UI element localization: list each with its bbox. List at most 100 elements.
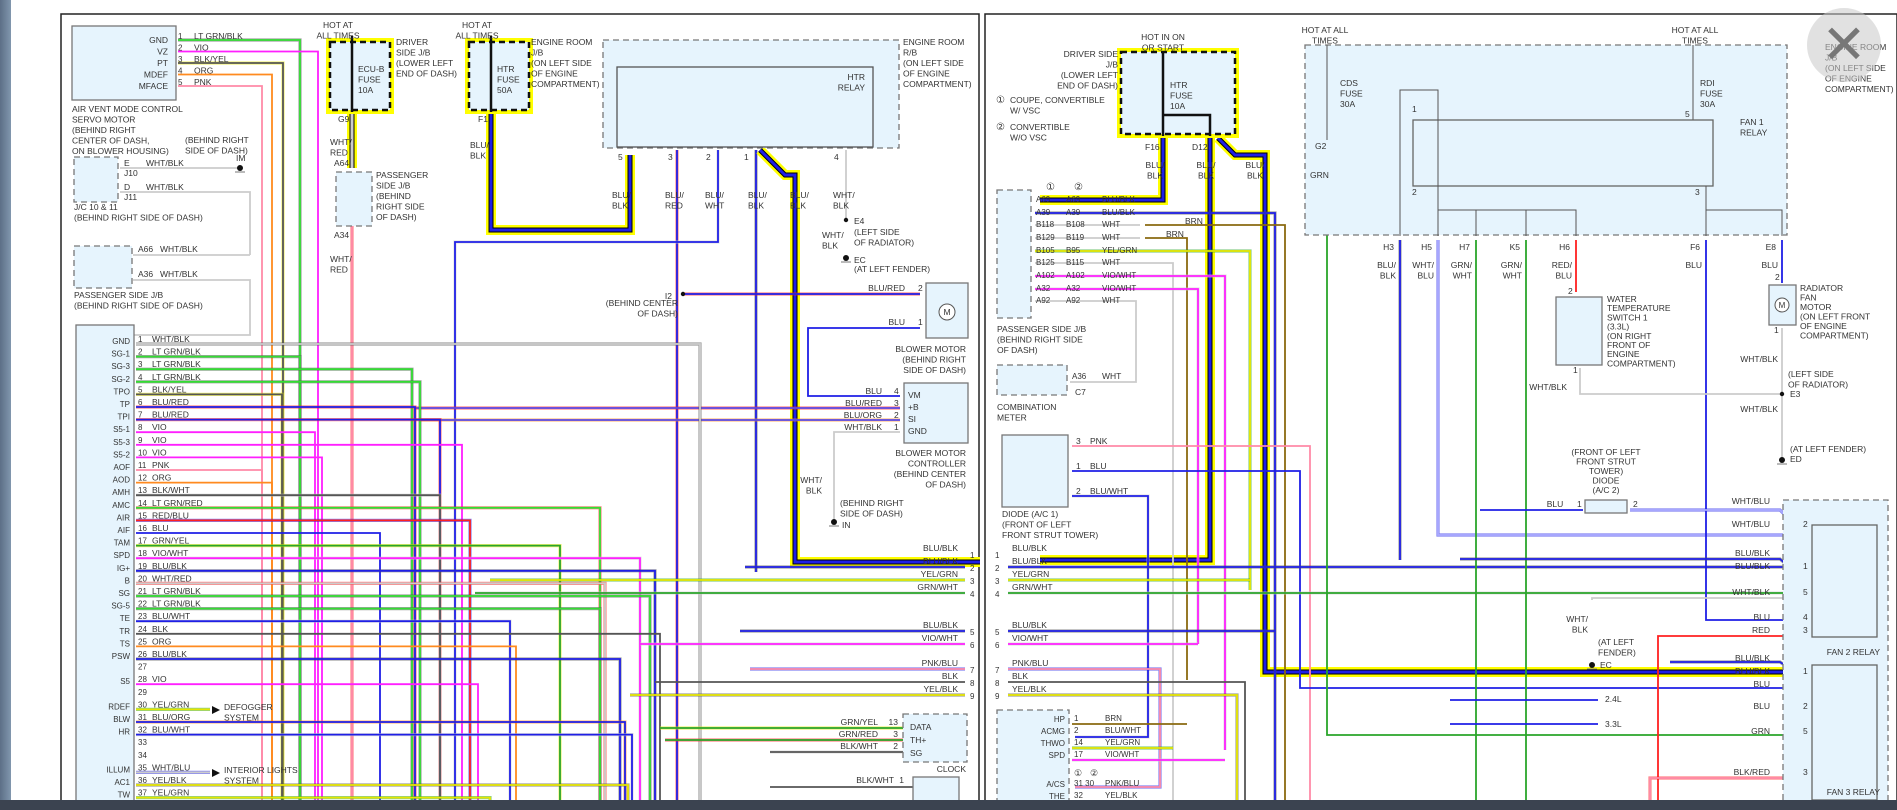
label: FUSE <box>1170 91 1193 101</box>
label: DRIVER <box>396 37 428 47</box>
label: 2 <box>970 564 975 573</box>
label: 3 <box>970 577 975 586</box>
label: OF DASH) <box>376 212 417 222</box>
pin-label: MDEF <box>144 70 168 80</box>
htr-fuse-50a-box <box>467 40 531 112</box>
label: BLK/WHT <box>856 775 894 785</box>
label: BLU/BLK <box>1102 195 1136 204</box>
label: BLU/RED <box>868 283 905 293</box>
label: AIR VENT MODE CONTROL <box>72 104 183 114</box>
label: C7 <box>1075 387 1086 397</box>
label: 9 <box>995 692 1000 701</box>
wire <box>136 658 621 800</box>
pin-label: TPO <box>114 387 130 396</box>
label: A39 <box>1066 208 1081 217</box>
label: YEL/GRN <box>152 699 189 709</box>
label: FRONT OF <box>1607 340 1650 350</box>
label: HTR <box>497 64 514 74</box>
arrow-icon <box>212 769 220 777</box>
wire <box>136 721 626 800</box>
label: WHT/ <box>330 254 352 264</box>
wire <box>136 733 633 800</box>
label: BLK <box>1247 171 1263 181</box>
wire <box>178 73 273 800</box>
wire <box>136 343 701 800</box>
label: G9 <box>338 114 350 124</box>
label: WHT/BLK <box>146 158 184 168</box>
label: BLK <box>790 201 806 211</box>
label: BLU <box>1761 260 1778 270</box>
label: (ON RIGHT <box>1607 331 1651 341</box>
label: 23 <box>138 612 147 621</box>
label: WHT/ <box>330 137 352 147</box>
label: ALL TIMES <box>317 31 360 41</box>
label: GRN/YEL <box>841 717 879 727</box>
label: E <box>124 158 130 168</box>
label: 2 <box>1568 286 1573 296</box>
label: 31 <box>138 713 147 722</box>
label: BLU/RED <box>152 397 189 407</box>
label: VIO <box>152 422 167 432</box>
label: A/CS <box>1046 780 1065 789</box>
label: W/O VSC <box>1010 133 1047 143</box>
wire-stripe <box>136 506 602 800</box>
label: 17 <box>1074 750 1083 759</box>
right-page-frame <box>984 13 1897 810</box>
label: 1 <box>1577 499 1582 509</box>
label: 3 <box>1076 436 1081 446</box>
label: BLU/BLK <box>1735 561 1770 571</box>
label: 1 <box>970 551 975 560</box>
label: 2 <box>1775 272 1780 282</box>
wire <box>136 632 661 800</box>
engine-room-jb-box <box>1304 44 1788 236</box>
label: WHT/BLK <box>146 182 184 192</box>
wire <box>136 431 316 800</box>
label: THWO <box>1041 739 1065 748</box>
label: (BEHIND RIGHT SIDE OF DASH) <box>74 301 203 311</box>
label: 5 <box>618 152 623 162</box>
label: WHT/BLU <box>1732 496 1770 506</box>
pin-label: RDEF <box>108 702 130 711</box>
pin-label: TPI <box>118 413 130 422</box>
label: 2 <box>138 348 143 357</box>
label: BLK <box>833 201 849 211</box>
label: 2 <box>893 741 898 751</box>
pin-label: AIR <box>117 513 131 522</box>
pin-label: GND <box>149 35 168 45</box>
wire <box>136 481 273 800</box>
label: VIO/WHT <box>1012 633 1048 643</box>
label: 4 <box>995 590 1000 599</box>
pin-label: S5 <box>120 677 130 686</box>
label: BLK <box>942 671 958 681</box>
label: CONVERTIBLE <box>1010 122 1070 132</box>
label: LT GRN/BLK <box>152 347 201 357</box>
label: ECU-B <box>358 64 385 74</box>
label: RED <box>330 265 348 275</box>
label: 2 <box>1633 499 1638 509</box>
label: ENGINE <box>1607 349 1640 359</box>
close-button[interactable]: ✕ <box>1807 8 1881 82</box>
label: 3 <box>1803 625 1808 635</box>
label: A32 <box>1066 284 1081 293</box>
wire <box>136 645 517 800</box>
pin-label: HR <box>118 728 130 737</box>
label: LT GRN/BLK <box>152 599 201 609</box>
label: 5 <box>995 628 1000 637</box>
label: 31 30 <box>1074 779 1095 788</box>
label: BLU <box>865 386 882 396</box>
label: D <box>124 182 130 192</box>
junction-dot <box>680 291 686 297</box>
pin-label: ILLUM <box>106 765 130 774</box>
label: (BEHIND RIGHT <box>840 498 904 508</box>
label: LT GRN/BLK <box>152 372 201 382</box>
label: J/B <box>531 48 544 58</box>
label: (BEHIND CENTER <box>894 469 966 479</box>
label: LT GRN/RED <box>152 498 203 508</box>
label: HP <box>1054 715 1065 724</box>
pin-label: AC1 <box>114 778 130 787</box>
label: VIO/WHT <box>1105 750 1139 759</box>
label: CENTER OF DASH, <box>72 136 149 146</box>
label: ② <box>1090 768 1098 778</box>
wire <box>1008 681 1246 800</box>
wire-stripe <box>136 733 634 800</box>
